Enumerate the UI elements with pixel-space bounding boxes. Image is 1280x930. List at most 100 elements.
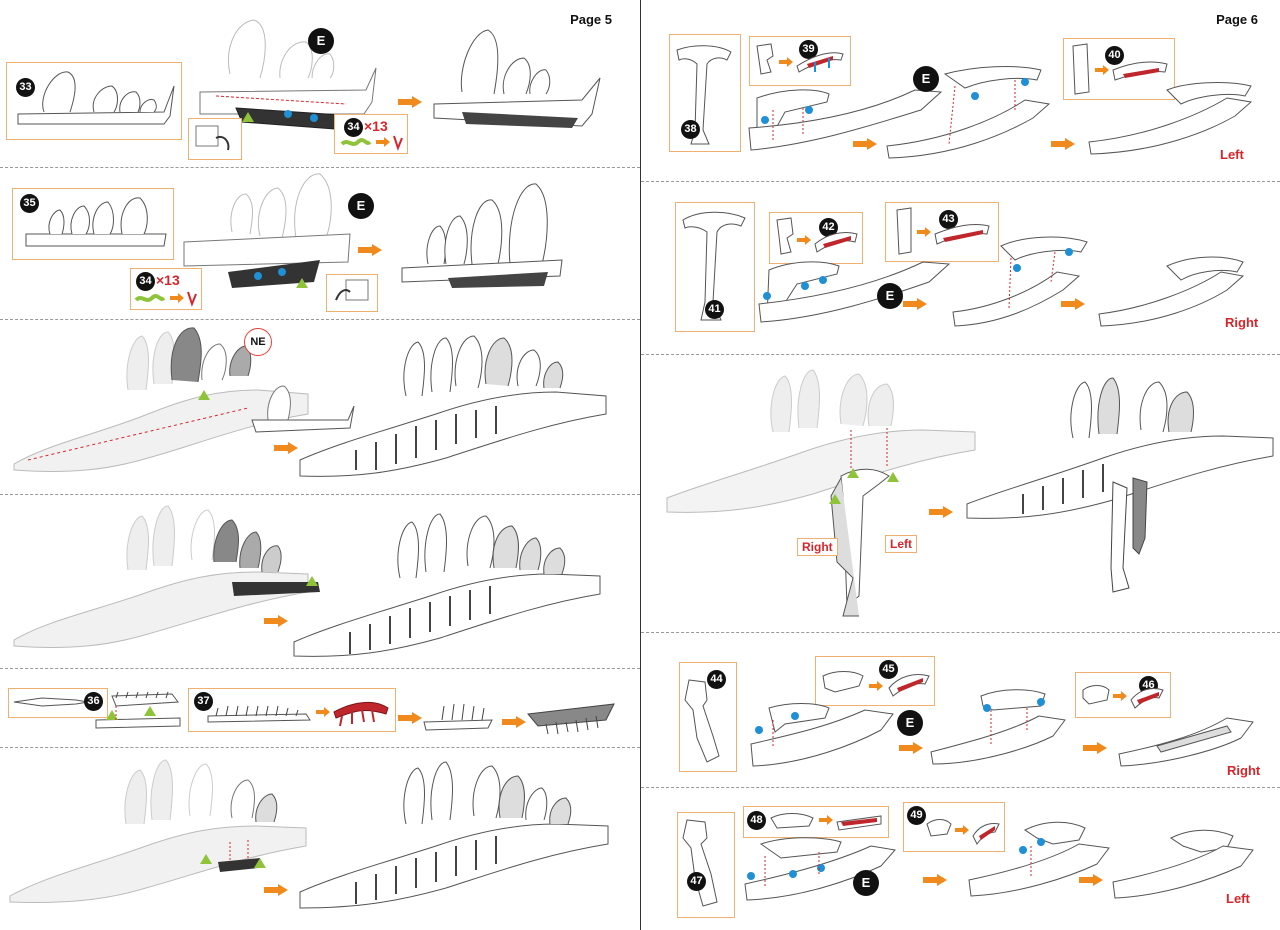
arrow-right-icon [853, 138, 877, 150]
detail-illustration [335, 279, 369, 301]
assembly-illustration [758, 261, 951, 323]
arrow-right-icon [274, 442, 298, 454]
skeleton-assembly-illustration [9, 759, 307, 903]
step-number: 34 [136, 272, 155, 291]
leg-side-label: Right [797, 538, 838, 556]
assembly-illustration [886, 66, 1051, 159]
step-number: 43 [939, 210, 958, 229]
part-assembly-illustration [95, 691, 181, 729]
result-skeleton-illustration [299, 761, 609, 909]
leg-part-illustration [682, 819, 718, 907]
badge-ne: NE [244, 328, 272, 356]
part-illustration [896, 207, 990, 255]
page-title: Page 6 [1216, 12, 1258, 27]
small-part-illustration [340, 135, 403, 151]
skeleton-assembly-illustration [13, 327, 355, 472]
skeleton-leg-assembly-illustration [666, 369, 976, 617]
step-number: 36 [84, 692, 103, 711]
spine-segment-illustration [17, 71, 175, 125]
step-number: 45 [879, 660, 898, 679]
section-separator [0, 319, 640, 320]
badge-e: E [348, 193, 374, 219]
page-6: Page 6 38 39 E 40 Left [641, 0, 1280, 930]
part-illustration [1082, 685, 1164, 709]
step-number: 41 [705, 300, 724, 319]
plate-assembly-illustration [183, 173, 351, 288]
side-label: Left [1220, 147, 1244, 162]
arrow-right-icon [264, 884, 288, 896]
arrow-right-icon [264, 615, 288, 627]
section-separator [0, 668, 640, 669]
leg-part-illustration [682, 211, 746, 321]
step-number: 34 [344, 118, 363, 137]
badge-e: E [897, 710, 923, 736]
section-separator [641, 181, 1280, 182]
arrow-right-icon [1083, 742, 1107, 754]
arrow-right-icon [398, 712, 422, 724]
side-label: Right [1227, 763, 1261, 778]
assembly-illustration [968, 821, 1110, 897]
arrow-right-icon [1061, 298, 1085, 310]
arrow-right-icon [903, 298, 927, 310]
section-separator [0, 494, 640, 495]
leg-part-illustration [684, 679, 720, 763]
assembly-illustration [744, 837, 896, 901]
page-5: Page 5 33 E 34 ×13 [0, 12, 640, 909]
section-separator [0, 167, 640, 168]
quantity-label: ×13 [156, 272, 180, 288]
arrow-right-icon [899, 742, 923, 754]
side-label: Right [1225, 315, 1259, 330]
assembly-illustration [748, 89, 943, 151]
arrow-right-icon [358, 244, 382, 256]
result-skeleton-illustration [293, 513, 601, 657]
result-part-illustration [1112, 829, 1254, 899]
arrow-right-icon [929, 506, 953, 518]
section-separator [641, 354, 1280, 355]
result-illustration [433, 29, 601, 128]
assembly-illustration [750, 703, 894, 767]
assembly-illustration [930, 689, 1066, 765]
part-illustration [13, 697, 89, 707]
side-label: Left [1226, 891, 1250, 906]
part-illustration [926, 819, 1000, 845]
badge-e: E [877, 283, 903, 309]
badge-e: E [308, 28, 334, 54]
step-number: 35 [20, 194, 39, 213]
step-number: 33 [16, 78, 35, 97]
arrow-right-icon [1079, 874, 1103, 886]
section-separator [641, 787, 1280, 788]
badge-e: E [913, 66, 939, 92]
part-illustration [776, 217, 858, 255]
part-illustration [756, 43, 844, 75]
part-illustration [822, 671, 930, 697]
skeleton-assembly-illustration [13, 505, 320, 648]
page-divider [640, 0, 641, 930]
step-number: 40 [1105, 46, 1124, 65]
step-number: 44 [707, 670, 726, 689]
part-illustration [207, 702, 389, 727]
leg-part-illustration [676, 45, 732, 145]
step-number: 42 [819, 218, 838, 237]
arrow-right-icon [502, 716, 526, 728]
result-part-illustration [1098, 256, 1245, 327]
spine-segment-illustration [25, 197, 167, 247]
result-part-illustration [423, 703, 493, 731]
page-title: Page 5 [570, 12, 612, 27]
quantity-label: ×13 [364, 118, 388, 134]
part-illustration [770, 813, 882, 831]
result-part-illustration [527, 703, 615, 735]
plate-assembly-illustration [199, 19, 377, 131]
arrow-right-icon [398, 96, 422, 108]
result-part-illustration [1088, 82, 1253, 155]
section-separator [0, 747, 640, 748]
step-number: 39 [799, 40, 818, 59]
step-number: 47 [687, 872, 706, 891]
leg-side-label: Left [885, 535, 917, 553]
assembly-illustration [952, 236, 1088, 327]
step-number: 49 [907, 806, 926, 825]
badge-e: E [853, 870, 879, 896]
step-number: 37 [194, 692, 213, 711]
section-separator [641, 632, 1280, 633]
arrow-right-icon [1051, 138, 1075, 150]
detail-illustration [195, 125, 230, 151]
